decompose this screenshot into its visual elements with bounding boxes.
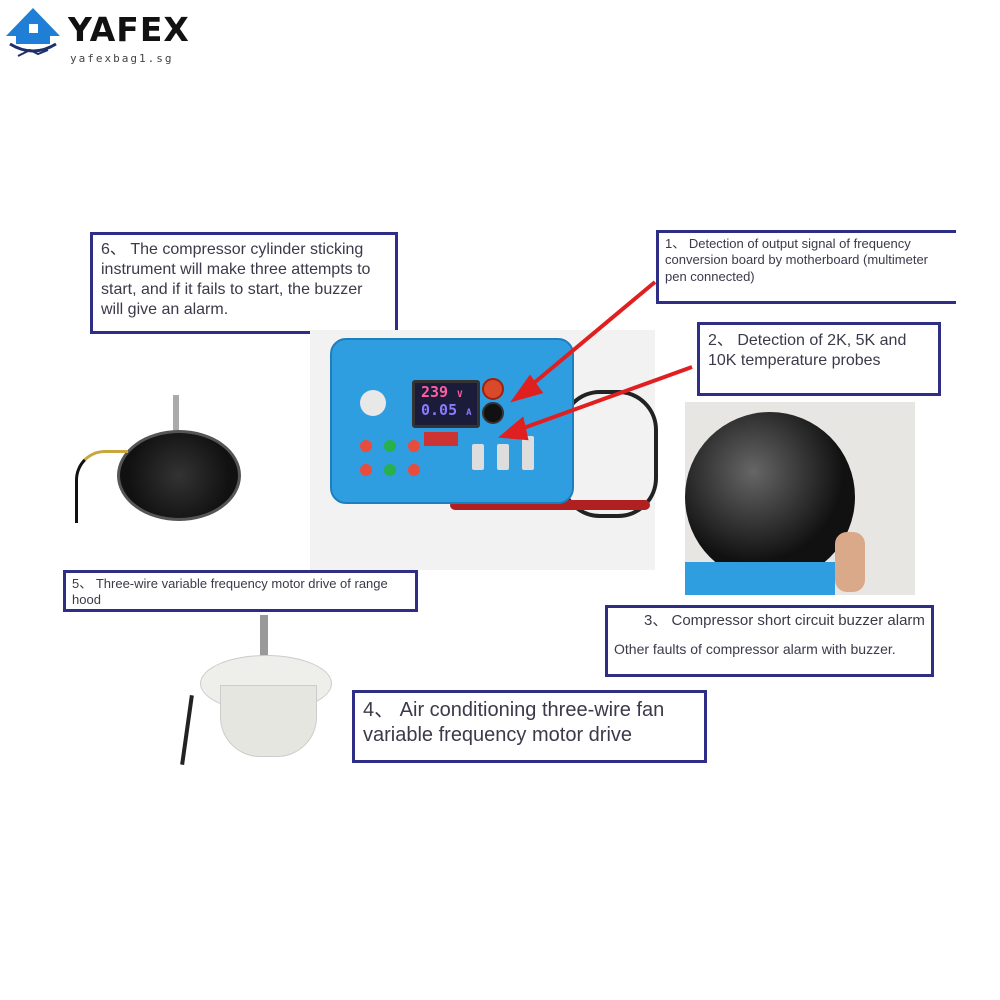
tester-edge <box>685 562 835 595</box>
button-green[interactable] <box>384 440 396 452</box>
callout-2: 2、 Detection of 2K, 5K and 10K temperatu… <box>697 322 941 396</box>
callout-2-text: 2、 Detection of 2K, 5K and 10K temperatu… <box>708 332 907 369</box>
connector <box>522 436 534 470</box>
cable-red <box>450 500 650 510</box>
motor-body <box>117 430 241 521</box>
button-green[interactable] <box>384 464 396 476</box>
voltage-readout: 239 <box>421 383 449 401</box>
callout-6: 6、 The compressor cylinder sticking inst… <box>90 232 398 334</box>
button-red[interactable] <box>360 464 372 476</box>
red-jack[interactable] <box>482 378 504 400</box>
wire <box>180 695 194 765</box>
white-motor-photo <box>180 615 345 770</box>
logo: YAFEX yafexbag1.sg <box>4 6 194 68</box>
current-readout: 0.05 <box>421 401 458 419</box>
connector <box>472 444 484 470</box>
callout-4-text: 4、 Air conditioning three-wire fan varia… <box>363 699 665 746</box>
callout-4: 4、 Air conditioning three-wire fan varia… <box>352 690 707 763</box>
wires <box>75 450 128 523</box>
callout-5-text: 5、 Three-wire variable frequency motor d… <box>72 576 388 608</box>
connector <box>497 444 509 470</box>
button-red[interactable] <box>408 464 420 476</box>
callout-5: 5、 Three-wire variable frequency motor d… <box>63 570 418 612</box>
callout-3-line1: 3、 Compressor short circuit buzzer alarm <box>644 612 925 629</box>
callout-6-text: 6、 The compressor cylinder sticking inst… <box>101 241 371 318</box>
button-red[interactable] <box>408 440 420 452</box>
lcd-display: 239 V 0.05 A <box>412 380 480 428</box>
fan-motor-photo <box>75 390 245 525</box>
led-display <box>424 432 458 446</box>
tester-device: 239 V 0.05 A <box>330 338 574 504</box>
voltage-unit: V <box>457 390 463 400</box>
cable <box>560 390 658 518</box>
shaft <box>260 615 268 660</box>
compressor <box>685 412 855 582</box>
callout-3: 3、 Compressor short circuit buzzer alarm… <box>605 605 934 677</box>
callout-1: 1、 Detection of output signal of frequen… <box>656 230 956 304</box>
callout-3-line2: Other faults of compressor alarm with bu… <box>614 640 896 657</box>
black-jack[interactable] <box>482 402 504 424</box>
house-handshake-icon <box>6 8 60 57</box>
logo-site: yafexbag1.sg <box>70 52 174 65</box>
hand <box>835 532 865 592</box>
logo-brand: YAFEX <box>68 10 190 49</box>
current-unit: A <box>466 408 472 418</box>
knob <box>360 390 386 416</box>
button-red[interactable] <box>360 440 372 452</box>
compressor-photo <box>685 402 915 595</box>
motor-body <box>220 685 317 757</box>
shaft <box>173 395 179 440</box>
tester-photo: 239 V 0.05 A <box>310 330 658 570</box>
callout-1-text: 1、 Detection of output signal of frequen… <box>665 236 929 284</box>
